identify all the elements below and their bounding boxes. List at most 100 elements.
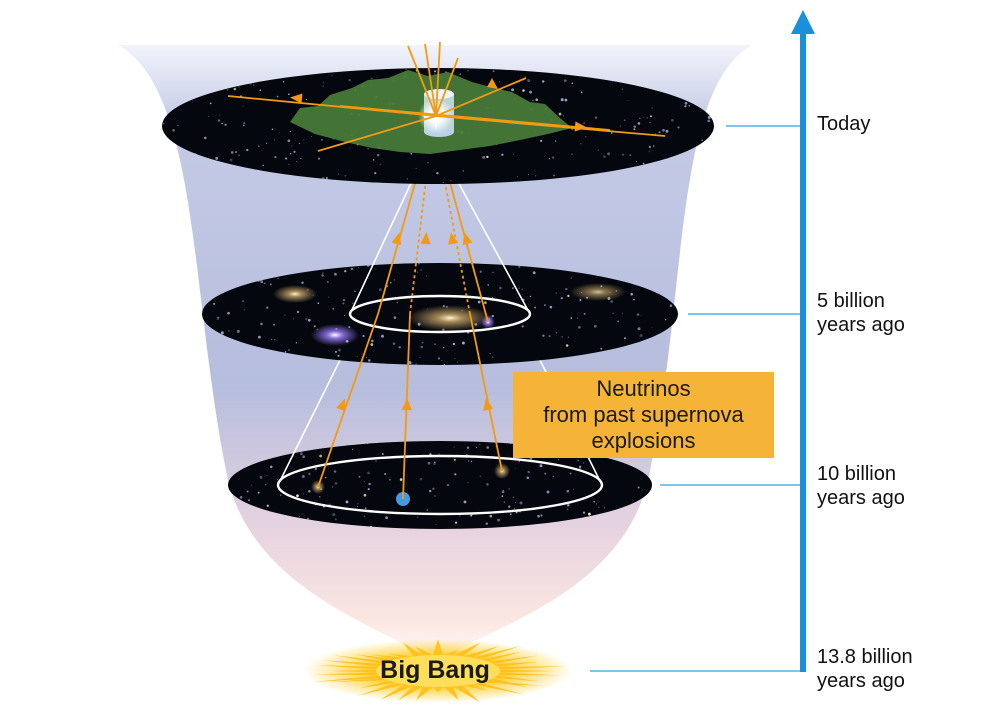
star: [266, 306, 269, 309]
star: [353, 290, 356, 293]
star: [621, 313, 623, 315]
star: [429, 489, 432, 493]
star: [651, 107, 653, 109]
star: [526, 476, 530, 480]
star: [548, 158, 550, 160]
star: [323, 81, 325, 83]
star: [393, 316, 397, 319]
star: [570, 277, 572, 279]
star: [633, 125, 637, 128]
star: [565, 287, 568, 291]
star: [695, 174, 698, 177]
star: [501, 490, 505, 494]
star: [269, 283, 272, 286]
star: [649, 121, 651, 124]
star: [392, 342, 396, 345]
star: [579, 299, 582, 301]
big-bang-label: Big Bang: [380, 656, 490, 684]
star: [436, 171, 439, 175]
star: [434, 70, 437, 73]
star: [379, 163, 381, 165]
star: [356, 356, 358, 358]
star: [658, 131, 661, 134]
star: [544, 304, 546, 306]
star: [648, 145, 652, 149]
star: [519, 501, 523, 505]
star: [470, 514, 473, 517]
star: [455, 521, 458, 524]
star: [497, 518, 501, 522]
star: [416, 516, 419, 518]
star: [578, 465, 582, 469]
star: [555, 292, 558, 294]
star: [434, 461, 436, 464]
star: [688, 104, 691, 107]
star: [492, 70, 495, 73]
star: [640, 315, 642, 317]
arrowhead: [462, 232, 473, 246]
star: [564, 79, 567, 82]
star: [446, 483, 450, 487]
star: [259, 475, 263, 479]
star: [372, 159, 375, 161]
star: [276, 95, 279, 98]
star: [542, 334, 545, 337]
star: [306, 517, 309, 520]
star: [271, 338, 273, 341]
star: [514, 502, 516, 504]
star: [291, 145, 293, 147]
star: [217, 316, 220, 319]
star: [544, 472, 547, 475]
star: [442, 182, 444, 184]
star: [603, 155, 606, 158]
star: [577, 459, 580, 462]
star: [314, 467, 317, 471]
star: [296, 310, 300, 314]
disk-5-billion-years: [202, 263, 678, 365]
star: [265, 142, 268, 144]
star: [486, 155, 489, 159]
star: [243, 124, 245, 127]
star: [443, 347, 445, 349]
star: [271, 128, 274, 130]
star: [593, 324, 597, 328]
star: [617, 320, 620, 323]
star: [511, 88, 515, 92]
star: [289, 130, 292, 133]
star: [479, 475, 482, 478]
star: [259, 89, 262, 91]
star: [226, 89, 229, 91]
arrowheads-today: [290, 78, 587, 132]
star: [287, 139, 291, 143]
timeline-label-10-billion: 10 billion years ago: [817, 463, 905, 509]
star: [338, 348, 341, 352]
star: [363, 515, 366, 517]
star: [363, 493, 367, 497]
star: [433, 462, 436, 466]
star: [521, 288, 524, 291]
star: [332, 307, 335, 310]
star: [684, 101, 688, 105]
neutrino-ray: [469, 313, 503, 472]
star: [426, 275, 427, 277]
star: [313, 325, 316, 328]
star: [535, 175, 537, 177]
star: [293, 318, 295, 320]
star: [208, 116, 210, 118]
star: [546, 490, 550, 494]
neutrino-callout: Neutrinos from past supernova explosions: [513, 372, 774, 458]
star: [571, 82, 573, 85]
star: [258, 145, 260, 147]
star: [321, 274, 324, 277]
star: [639, 334, 643, 337]
star: [302, 455, 306, 459]
star: [655, 133, 657, 135]
star: [242, 105, 244, 107]
star: [522, 89, 525, 92]
star: [677, 126, 680, 129]
star: [598, 506, 600, 508]
star: [363, 481, 365, 483]
star: [295, 342, 298, 344]
star: [518, 287, 520, 289]
